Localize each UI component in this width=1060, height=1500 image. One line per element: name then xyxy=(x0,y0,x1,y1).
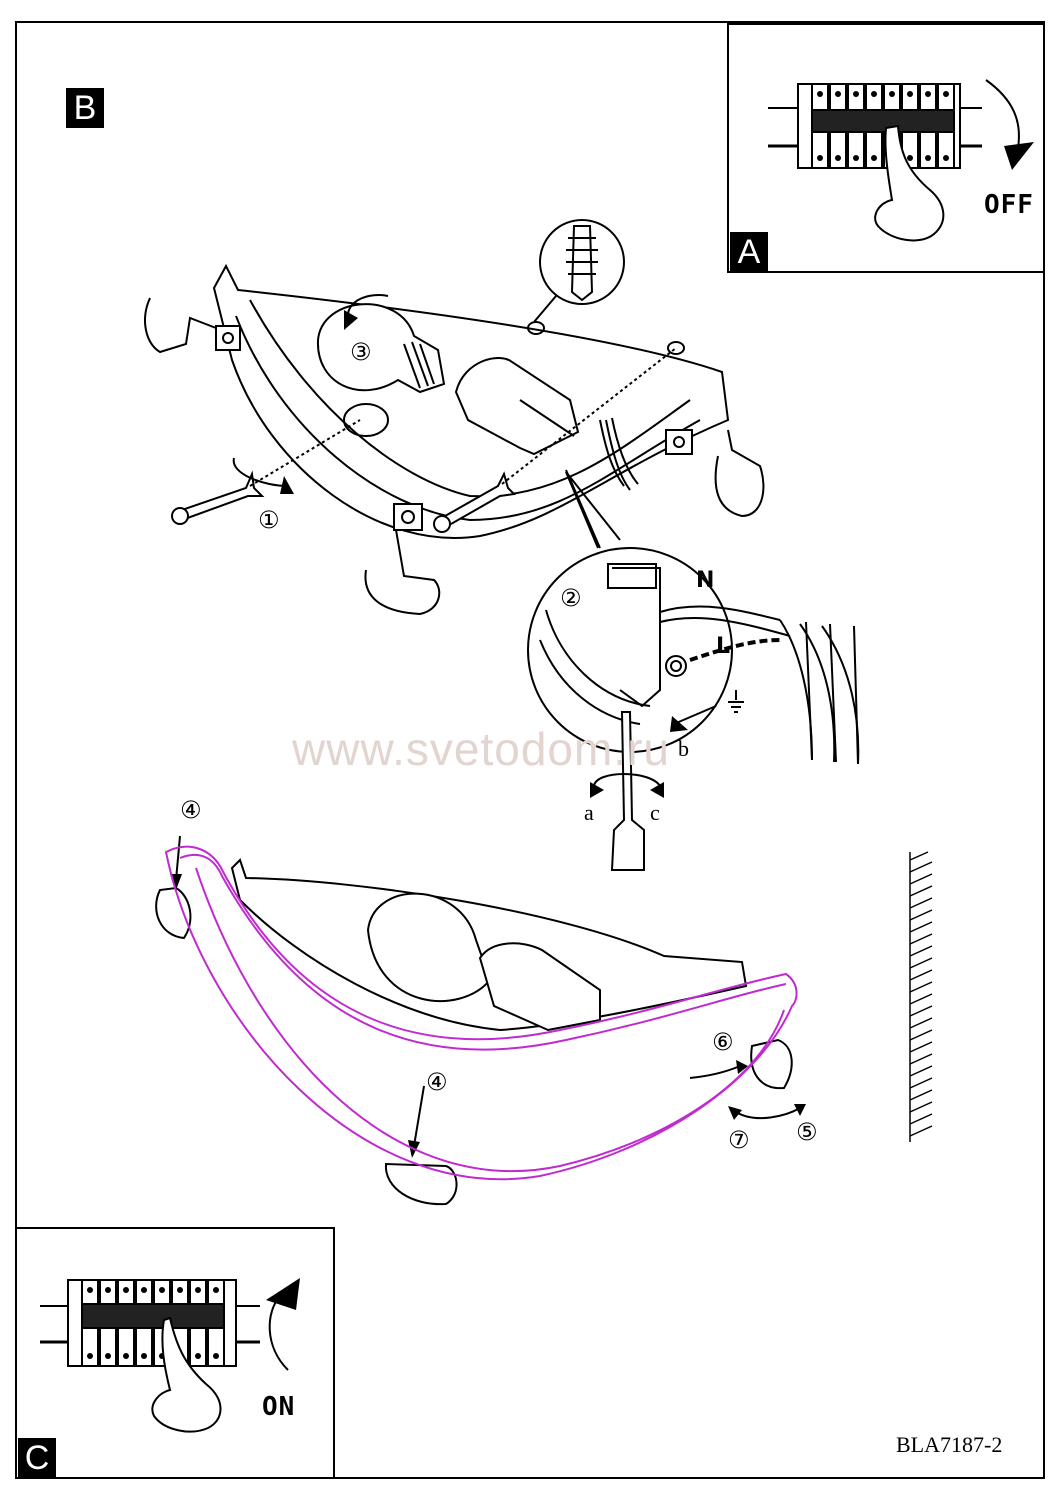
arrow-up-icon xyxy=(266,1278,300,1310)
screwdriver-icon xyxy=(610,711,645,871)
watermark: www.svetodom.ru xyxy=(292,723,671,775)
document-code: BLA7187-2 xyxy=(896,1432,1003,1457)
rotation-label-c: c xyxy=(650,800,660,825)
glass-shade xyxy=(164,845,798,1181)
off-label: OFF xyxy=(984,190,1034,220)
breaker-panel-off xyxy=(768,79,1034,242)
wiring-detail xyxy=(527,469,860,871)
panel-a-badge: A xyxy=(730,232,768,272)
arrow-down-icon xyxy=(1004,142,1034,170)
lamp-with-glass xyxy=(155,835,806,1206)
live-wire-label: L xyxy=(716,634,731,659)
callout-step-4-top: ④ xyxy=(180,796,202,824)
panel-b-badge: B xyxy=(66,88,104,128)
wall-hatch xyxy=(909,851,933,1142)
panel-c-badge: C xyxy=(18,1438,56,1478)
callout-step-2: ② xyxy=(560,584,582,612)
callout-step-6: ⑥ xyxy=(712,1028,734,1056)
callout-step-1: ① xyxy=(258,506,280,534)
hand-icon-c xyxy=(151,1316,222,1433)
panel-a-frame xyxy=(727,23,1045,273)
page-frame xyxy=(15,21,1045,1479)
panel-c-frame xyxy=(15,1227,335,1479)
direction-label-b: b xyxy=(678,736,689,761)
lamp-socket xyxy=(454,357,580,456)
neutral-wire-label: N xyxy=(696,568,715,593)
callout-step-7: ⑦ xyxy=(728,1126,750,1154)
on-label: ON xyxy=(262,1392,296,1422)
screw-icon-2 xyxy=(436,471,517,530)
screw-icon xyxy=(174,470,265,522)
callout-step-5: ⑤ xyxy=(796,1118,818,1146)
lamp-clip-right xyxy=(750,1038,793,1090)
breaker-panel-on xyxy=(40,1278,300,1433)
lamp-base-assembly xyxy=(144,219,765,616)
rotation-label-a: a xyxy=(584,800,594,825)
hand-icon xyxy=(874,124,945,242)
callout-step-3: ③ xyxy=(350,338,372,366)
callout-step-4-bottom: ④ xyxy=(426,1068,448,1096)
